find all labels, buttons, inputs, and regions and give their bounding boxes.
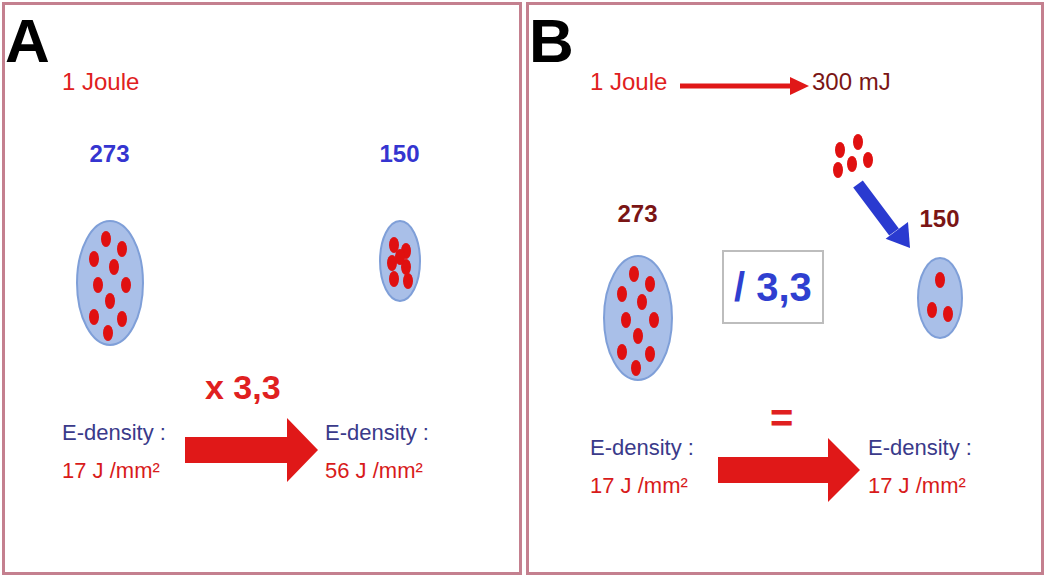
energy-dot — [853, 134, 863, 150]
energy-dot — [617, 286, 627, 302]
factor-label: x 3,3 — [205, 368, 281, 407]
density-value: 17 J /mm² — [868, 473, 966, 498]
spot-circle: 150 — [910, 205, 970, 341]
density-value: 17 J /mm² — [590, 473, 688, 498]
energy-dot — [621, 312, 631, 328]
energy-dot — [117, 241, 127, 257]
ratio-box: / 3,3 — [722, 250, 824, 324]
energy-dot — [935, 272, 945, 288]
energy-dot — [835, 142, 845, 158]
energy-dot — [403, 273, 413, 289]
energy-dot — [117, 311, 127, 327]
energy-dot — [645, 346, 655, 362]
density-label: E-density : — [868, 435, 972, 460]
panel-letter: A — [5, 5, 50, 76]
density-label: E-density : — [325, 420, 429, 445]
energy-dot — [847, 156, 857, 172]
multiply-arrow — [185, 418, 318, 482]
focus-arrow — [858, 184, 894, 232]
spot-ellipse — [77, 221, 143, 345]
spot-circle: 273 — [598, 200, 678, 383]
energy-dot — [89, 309, 99, 325]
density-label: E-density : — [62, 420, 166, 445]
spot-outline — [915, 255, 965, 341]
energy-dot — [103, 325, 113, 341]
energy-dot — [389, 271, 399, 287]
spot-circle: 150 — [370, 140, 430, 304]
reduction-arrow-head — [790, 77, 809, 95]
energy-dot — [645, 276, 655, 292]
energy-dot — [637, 294, 647, 310]
focus-arrow-head — [886, 222, 910, 248]
equal-label: = — [770, 395, 793, 441]
spot-size: 150 — [920, 205, 960, 233]
energy-dot — [649, 312, 659, 328]
energy-dot — [863, 152, 873, 168]
reduction-arrow — [680, 84, 792, 89]
energy-dot — [121, 277, 131, 293]
energy-label: 300 mJ — [812, 68, 891, 96]
spot-ellipse — [380, 221, 420, 301]
energy-dot — [89, 251, 99, 267]
spot-ellipse — [918, 258, 962, 338]
energy-dot — [109, 259, 119, 275]
spot-outline — [74, 218, 146, 348]
ratio-text: / 3,3 — [734, 264, 812, 310]
spot-size: 273 — [90, 140, 130, 168]
energy-dot — [633, 328, 643, 344]
energy-dot — [833, 162, 843, 178]
equal-arrow — [718, 438, 860, 502]
energy-dot — [629, 266, 639, 282]
density-value: 56 J /mm² — [325, 458, 423, 483]
spot-ellipse — [604, 256, 672, 380]
energy-dot — [105, 293, 115, 309]
energy-dot — [927, 302, 937, 318]
spot-outline — [601, 253, 675, 383]
energy-label: 1 Joule — [62, 68, 139, 96]
panel-letter: B — [529, 5, 574, 76]
energy-dot — [943, 306, 953, 322]
density-value: 17 J /mm² — [62, 458, 160, 483]
energy-dot — [617, 344, 627, 360]
energy-dot — [631, 360, 641, 376]
energy-dot — [395, 249, 405, 265]
energy-label: 1 Joule — [590, 68, 667, 96]
spot-circle: 273 — [70, 140, 150, 348]
energy-dot — [101, 231, 111, 247]
spot-size: 273 — [618, 200, 658, 228]
spot-outline — [377, 218, 423, 304]
density-label: E-density : — [590, 435, 694, 460]
energy-dot — [93, 277, 103, 293]
spot-size: 150 — [380, 140, 420, 168]
